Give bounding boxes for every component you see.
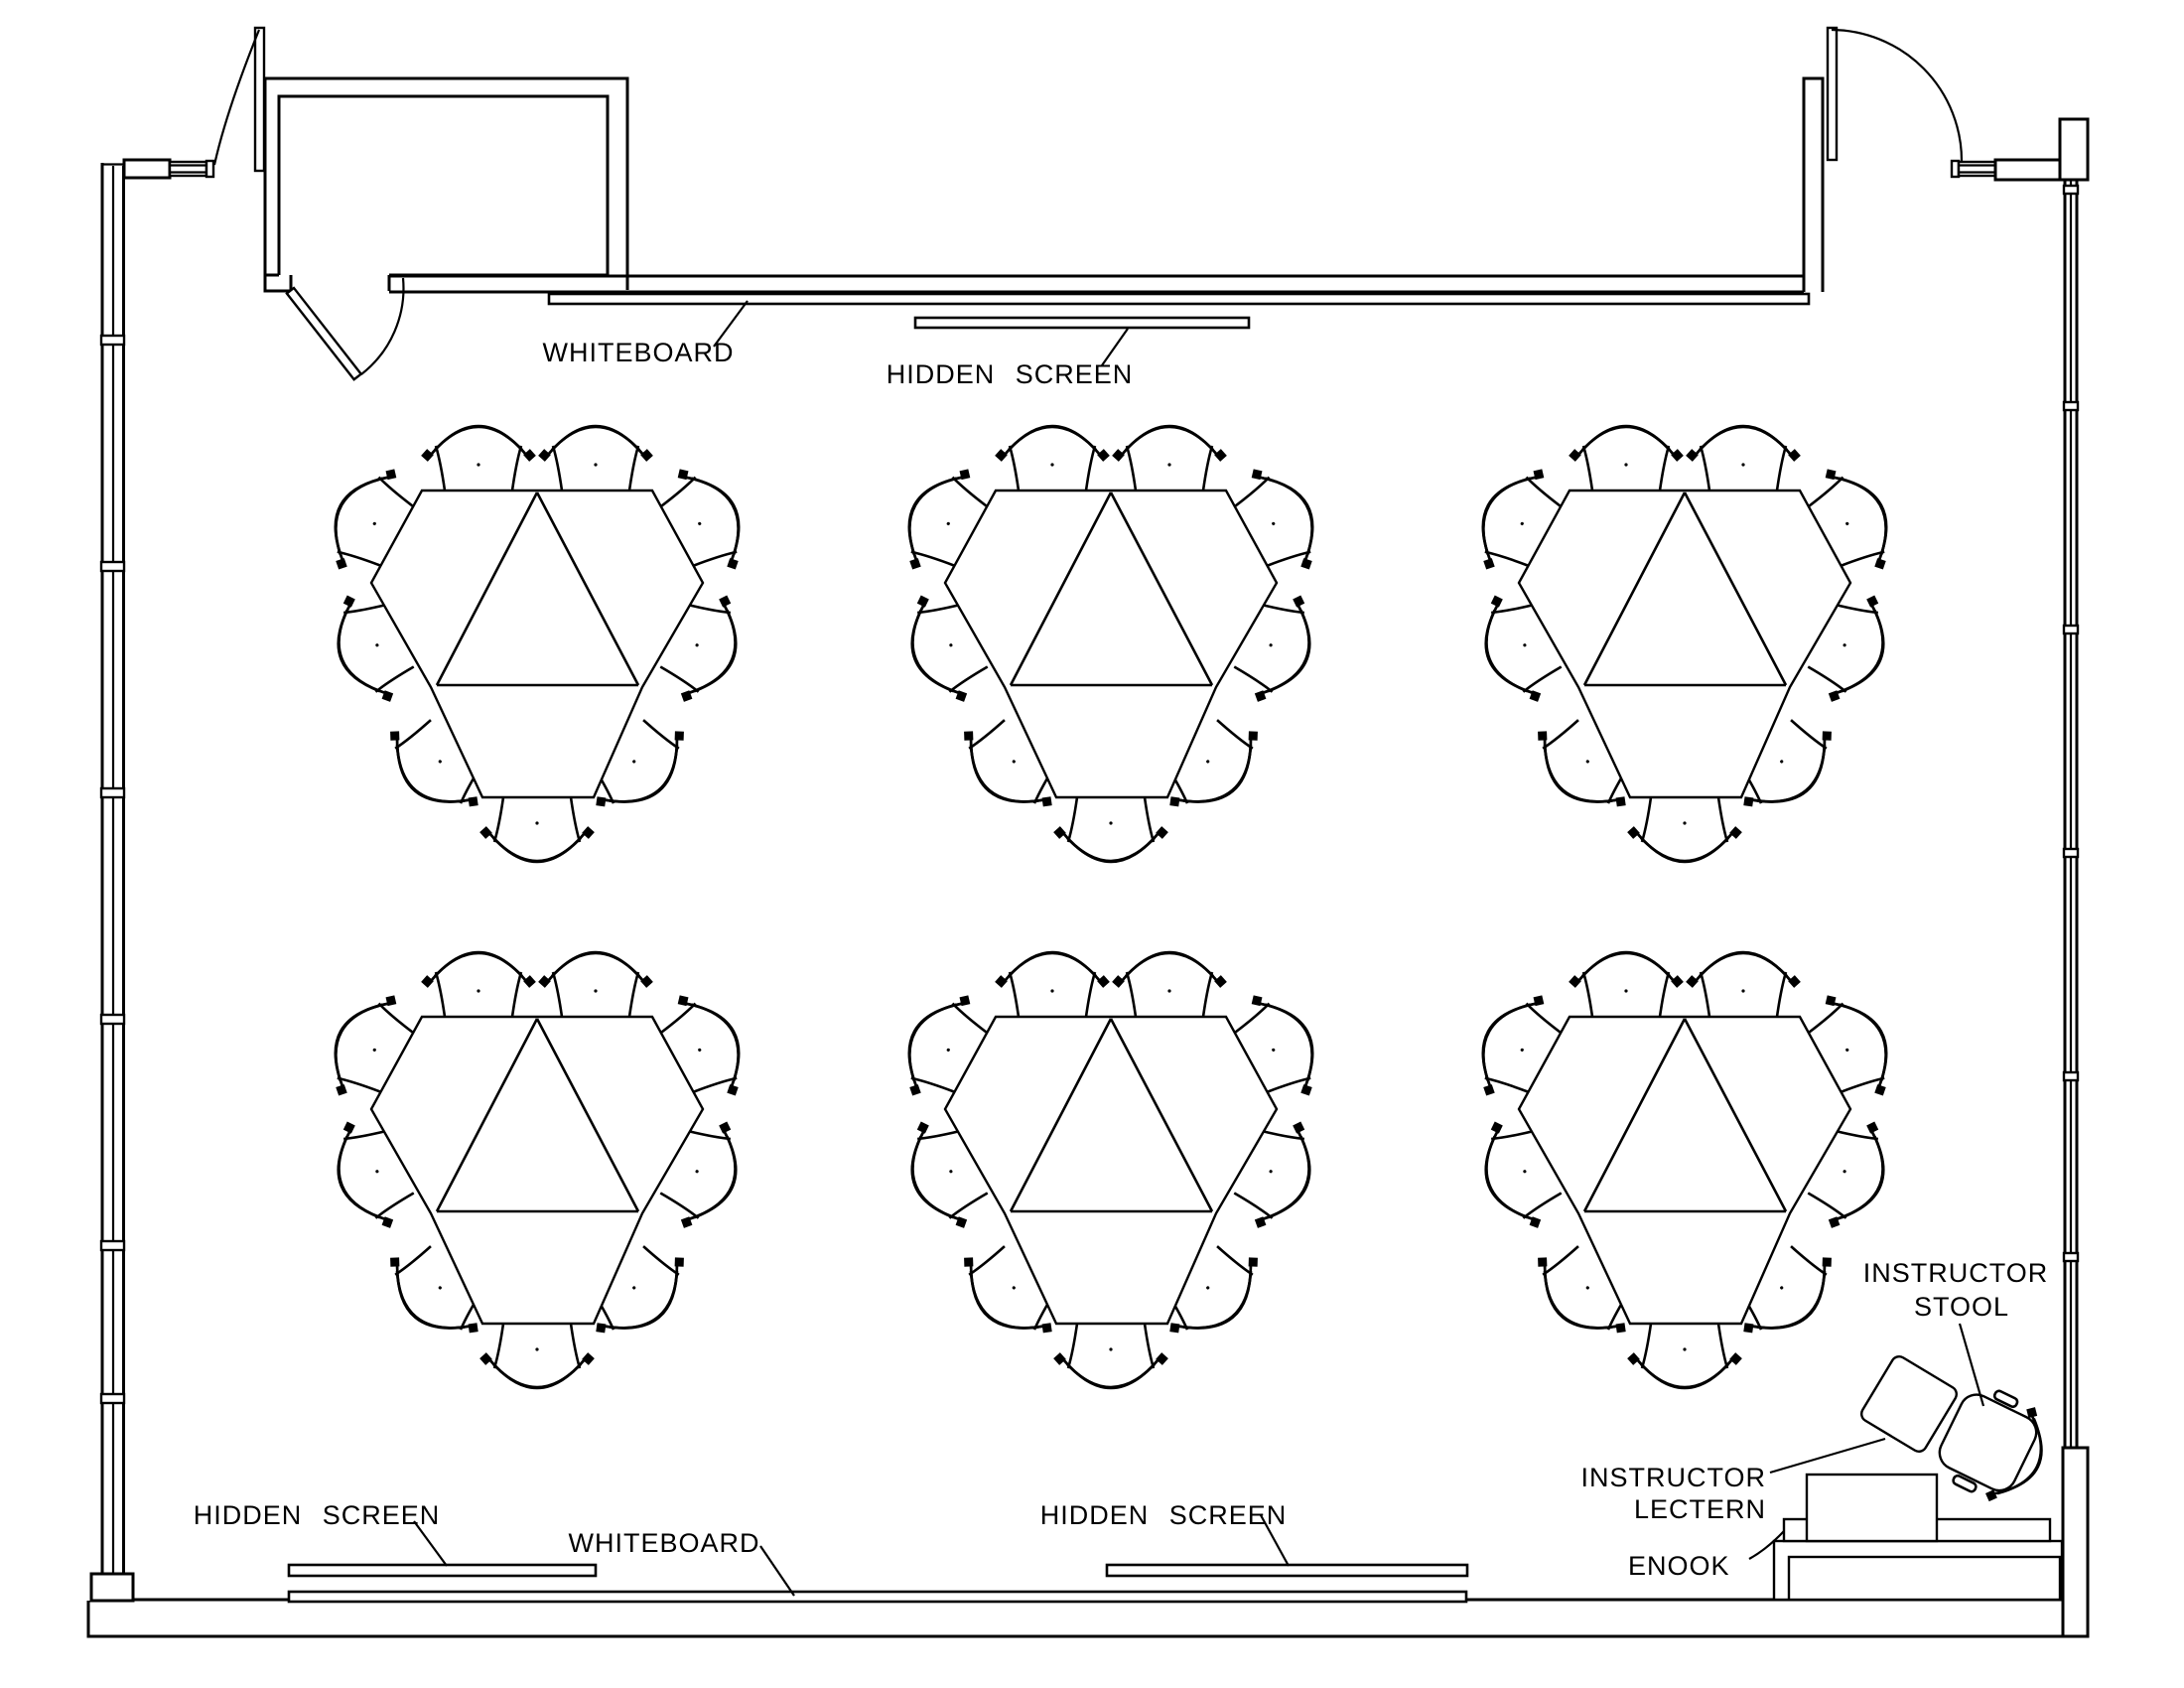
label-instructor-stool-1: INSTRUCTOR — [1863, 1258, 2049, 1288]
table-cluster — [887, 426, 1335, 862]
whiteboard-bottom — [287, 1590, 1468, 1604]
top-right-entry-door — [1826, 26, 2090, 182]
hidden-screen-bottom-left — [287, 1563, 598, 1578]
leader-lines — [413, 300, 1985, 1597]
hidden-screen-top — [913, 316, 1251, 330]
labels: WHITEBOARD HIDDEN SCREEN HIDDEN SCREEN W… — [194, 338, 2049, 1581]
hidden-screen-bottom-right — [1105, 1563, 1469, 1578]
label-instructor-lectern-1: INSTRUCTOR — [1580, 1463, 1766, 1492]
label-hidden-screen-bottom-left: HIDDEN SCREEN — [194, 1500, 441, 1530]
table-cluster — [313, 952, 761, 1388]
wall-stub — [1802, 76, 1825, 292]
wall-corner-block — [89, 1572, 135, 1603]
table-cluster — [1460, 426, 1909, 862]
leader-hidden-screen-bottom-right — [1260, 1514, 1290, 1567]
label-enook: ENOOK — [1628, 1551, 1730, 1581]
enook-unit — [1772, 1473, 2064, 1602]
top-wall — [389, 76, 1825, 294]
door-leaf — [253, 26, 266, 173]
door-leaf — [285, 286, 363, 381]
label-hidden-screen-bottom-right: HIDDEN SCREEN — [1040, 1500, 1288, 1530]
leader-instructor-stool — [1958, 1323, 1985, 1407]
wall-corner — [2058, 117, 2090, 182]
label-instructor-lectern-2: LECTERN — [1634, 1494, 1766, 1524]
door-jamb — [122, 158, 172, 180]
wall-corner-solid — [2061, 1446, 2090, 1638]
door-jamb — [1993, 158, 2065, 182]
label-instructor-stool-2: STOOL — [1914, 1292, 2009, 1322]
instructor-lectern — [1860, 1355, 1958, 1453]
label-whiteboard-top: WHITEBOARD — [542, 338, 734, 367]
table-cluster — [1460, 952, 1909, 1388]
leader-enook — [1748, 1530, 1785, 1560]
door-swing-arc — [1831, 28, 1964, 162]
leader-hidden-screen-bottom-left — [413, 1520, 448, 1567]
whiteboard-top — [547, 292, 1811, 306]
door-leaf — [1826, 26, 1839, 162]
table-cluster — [313, 426, 761, 862]
door-swing-arc — [212, 29, 261, 166]
leader-whiteboard-top — [713, 300, 749, 348]
label-whiteboard-bottom: WHITEBOARD — [568, 1528, 759, 1558]
vestibule-door — [285, 277, 405, 381]
left-window-wall — [89, 163, 135, 1603]
leader-whiteboard-bottom — [759, 1545, 795, 1597]
vestibule — [263, 76, 629, 381]
right-window-wall — [2061, 180, 2090, 1638]
leader-instructor-lectern — [1769, 1437, 1886, 1475]
table-cluster — [887, 952, 1335, 1388]
leader-hidden-screen-top — [1101, 328, 1129, 366]
table-clusters — [313, 426, 1909, 1388]
label-hidden-screen-top: HIDDEN SCREEN — [887, 359, 1134, 389]
enook-equipment — [1805, 1473, 1939, 1543]
top-left-entry-door — [122, 26, 266, 180]
instructor-stool — [1938, 1389, 2043, 1502]
